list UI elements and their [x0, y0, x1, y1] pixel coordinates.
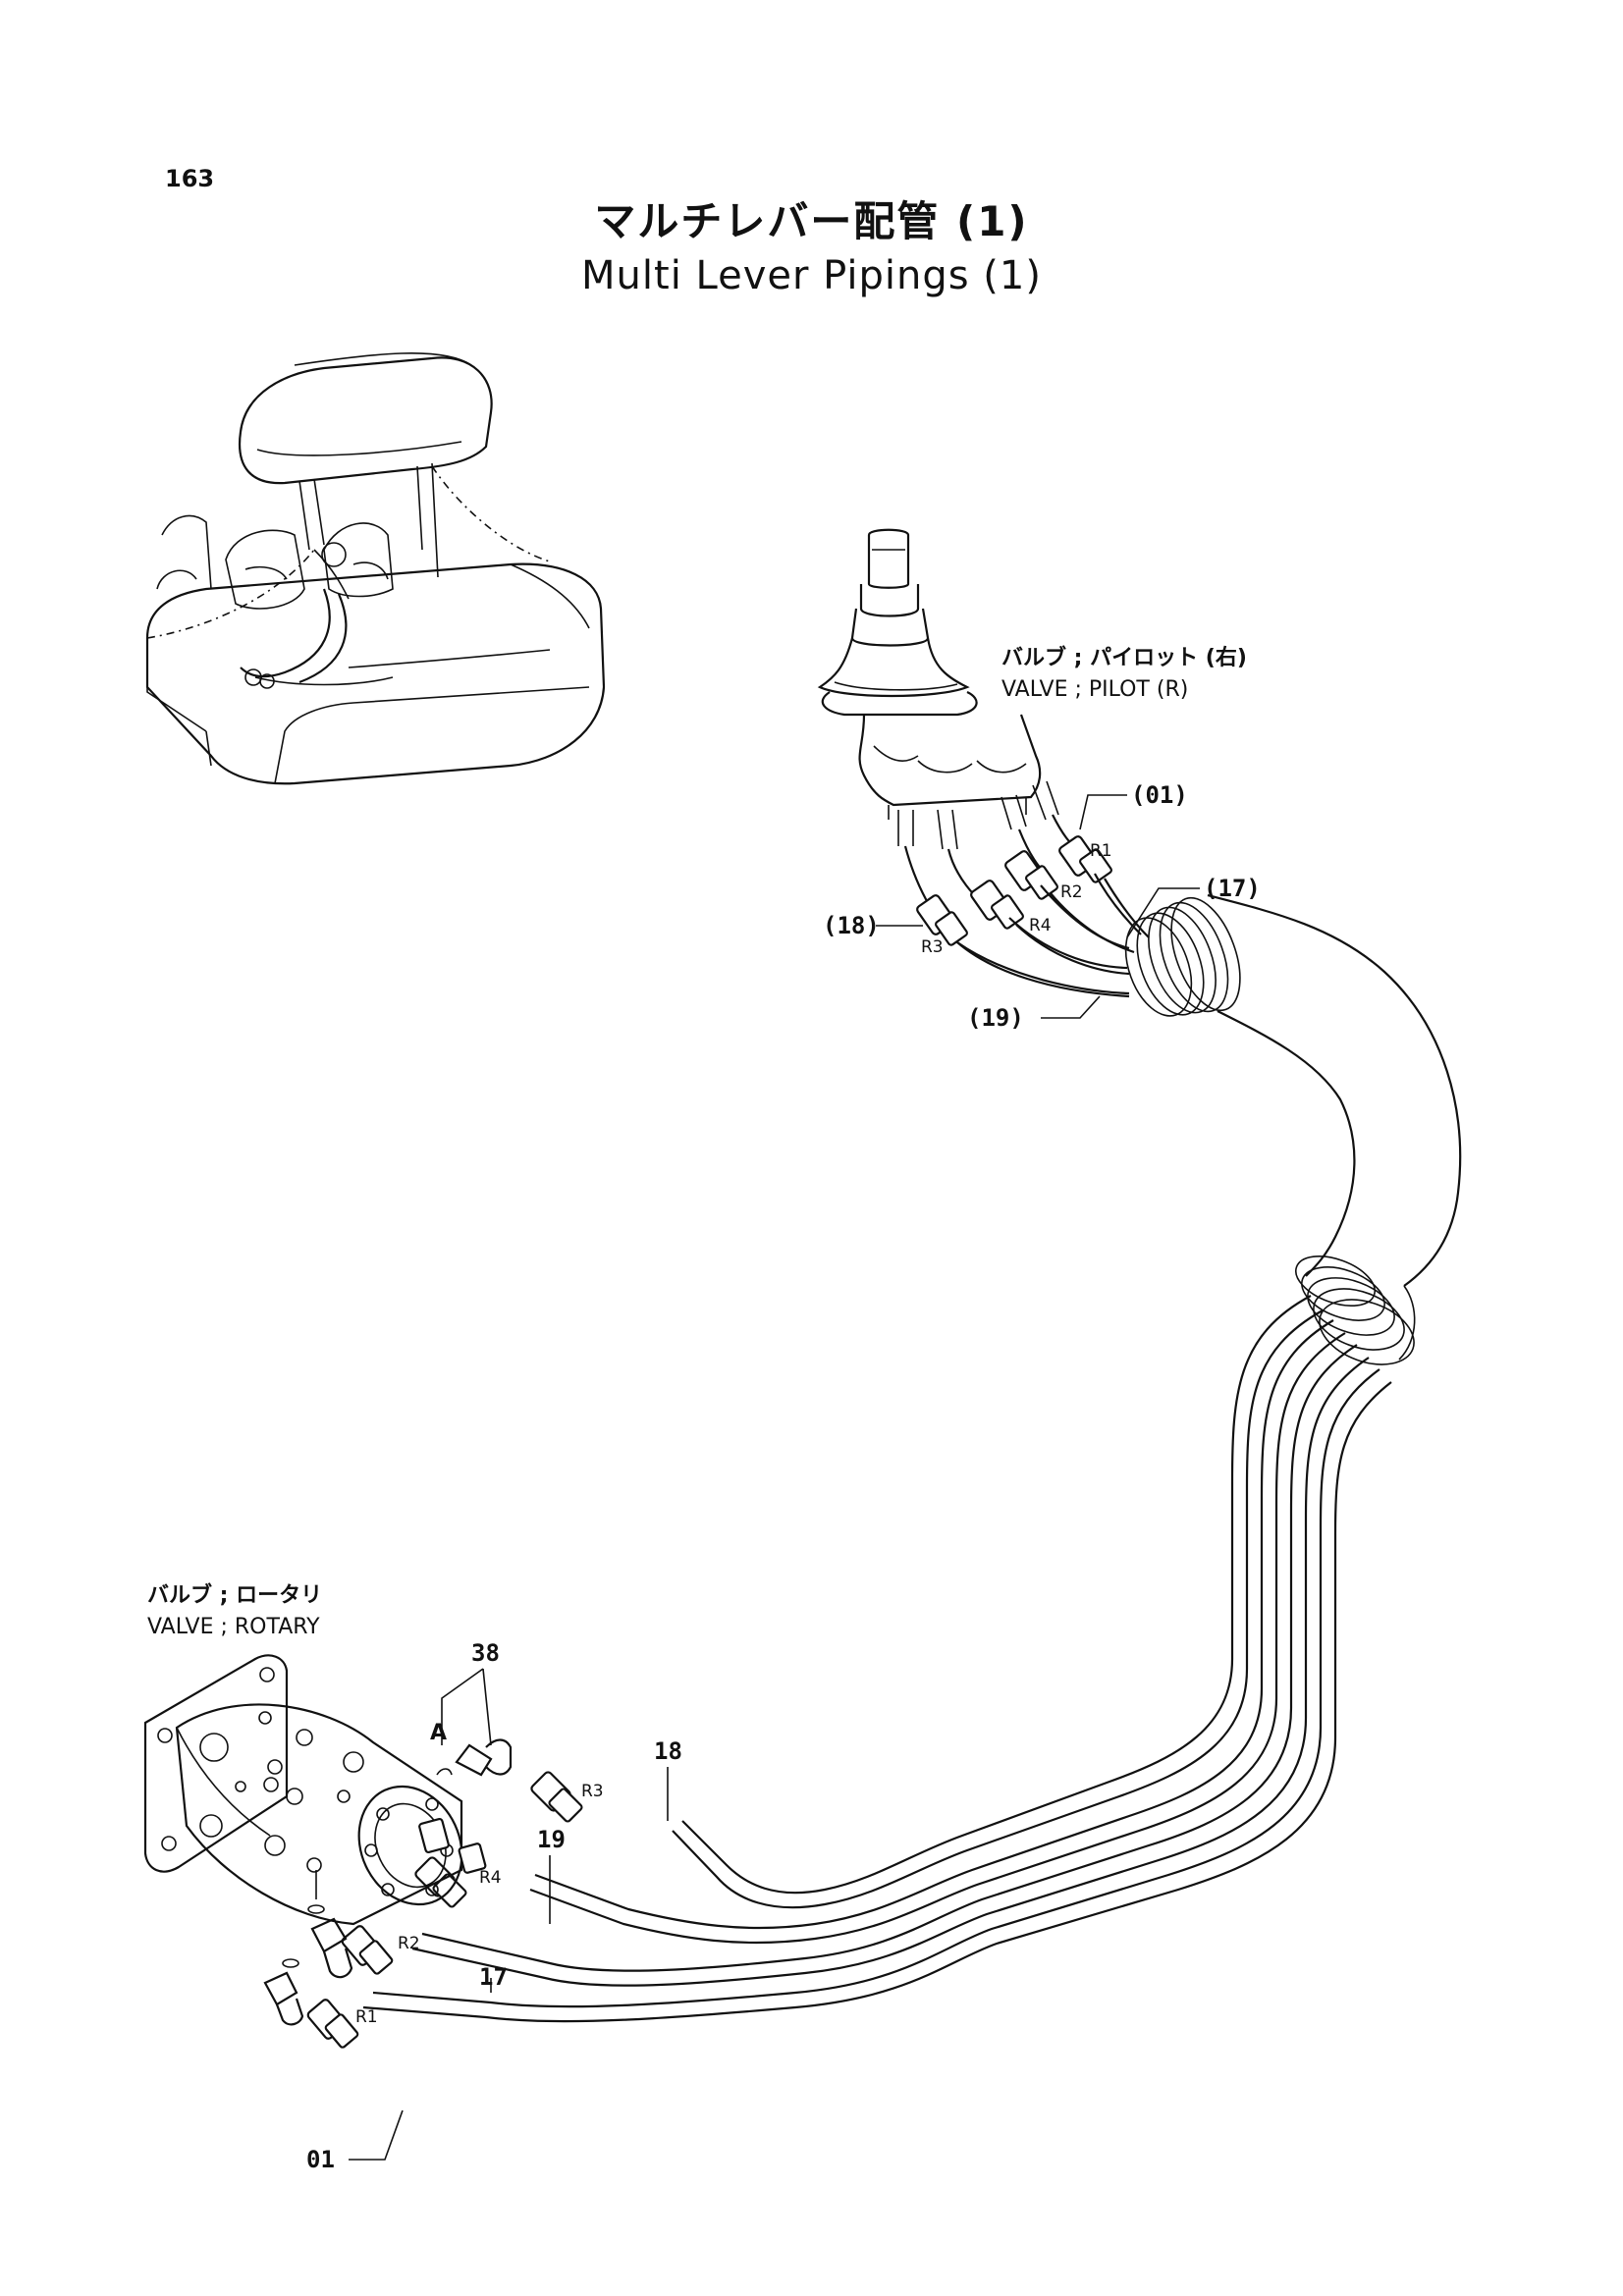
- page-number: 163: [165, 165, 215, 192]
- bottom-fittings: [306, 1771, 583, 2049]
- callout-17: 17: [479, 1963, 508, 1991]
- top-hose-bundle: [956, 873, 1150, 998]
- port-label-r1-bottom: R1: [355, 2007, 378, 2027]
- pilot-valve-label-en: VALVE ; PILOT (R): [1001, 677, 1188, 702]
- long-hoses: [362, 1295, 1392, 2023]
- callout-17-top: (17): [1204, 875, 1261, 902]
- top-fittings: [916, 835, 1112, 946]
- rotary-valve-label-en: VALVE ; ROTARY: [147, 1615, 320, 1639]
- port-label-r4-bottom: R4: [479, 1868, 502, 1888]
- rotary-valve-label-jp: バルブ ; ロータリ: [147, 1582, 322, 1608]
- port-label-r4-top: R4: [1029, 916, 1052, 935]
- callout-38: 38: [471, 1639, 500, 1667]
- callout-01-top: (01): [1131, 781, 1188, 809]
- callout-a: A: [430, 1721, 447, 1745]
- callout-01: 01: [306, 2146, 335, 2173]
- port-label-r2-bottom: R2: [398, 1934, 420, 1953]
- port-label-r2-top: R2: [1060, 882, 1083, 902]
- pilot-valve-label-jp: バルブ ; パイロット (右): [1001, 645, 1247, 670]
- callout-18-top: (18): [823, 912, 880, 939]
- callout-19: 19: [537, 1826, 566, 1853]
- callout-19-top: (19): [967, 1004, 1024, 1032]
- rotary-valve-illustration: [143, 1654, 513, 2026]
- machine-overview-illustration: [145, 352, 606, 785]
- leader-lines: [349, 794, 1200, 2161]
- port-label-r1-top: R1: [1090, 841, 1112, 861]
- port-label-r3-top: R3: [921, 937, 944, 957]
- callout-18: 18: [654, 1737, 682, 1765]
- page-title-jp: マルチレバー配管 (1): [594, 197, 1029, 245]
- protective-sleeve: [1124, 893, 1462, 1365]
- pilot-valve-illustration: [817, 528, 1059, 850]
- port-label-r3-bottom: R3: [581, 1782, 604, 1801]
- page-title-en: Multi Lever Pipings (1): [581, 253, 1042, 298]
